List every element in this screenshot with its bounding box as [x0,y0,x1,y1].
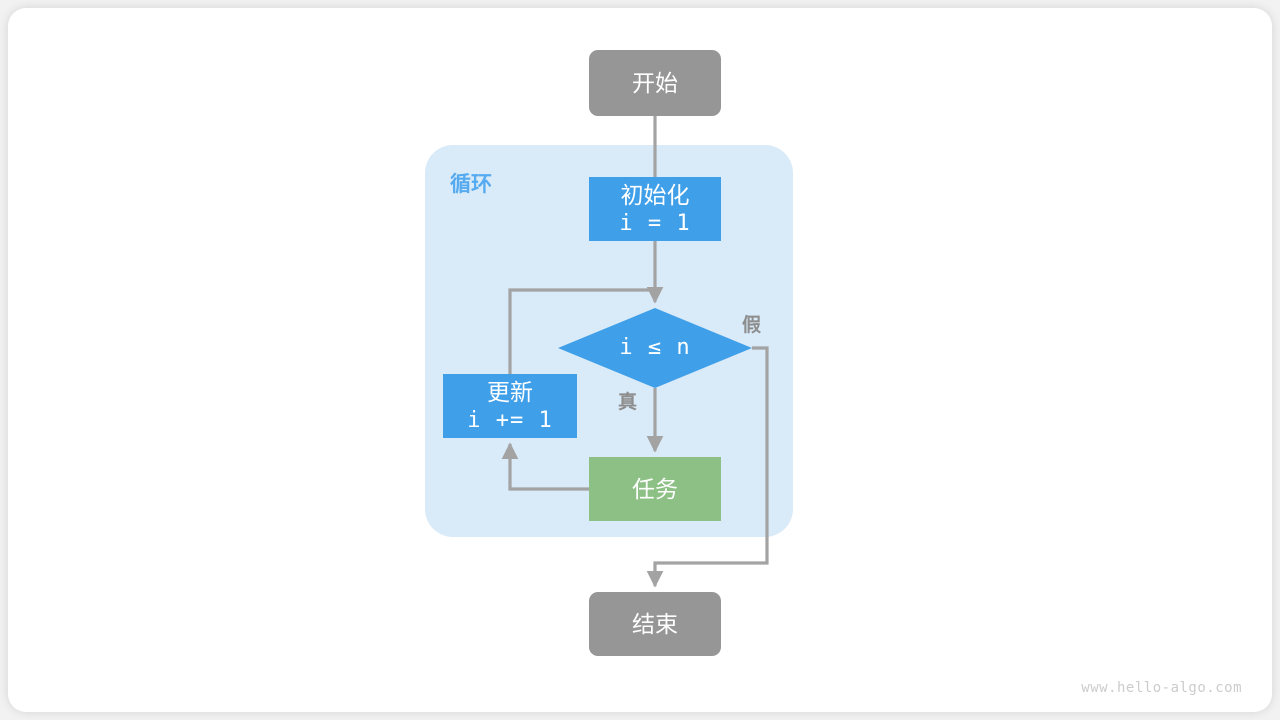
watermark: www.hello-algo.com [1081,680,1242,696]
condition-node[interactable] [558,308,752,388]
edge-update-to-condition [508,288,655,374]
edge-condition-to-end [646,346,769,588]
edge-label-false: 假 [742,315,762,336]
loop-container-label: 循环 [450,173,492,196]
end-node[interactable] [589,592,721,656]
init-node[interactable] [589,177,721,241]
update-node[interactable] [443,374,577,438]
start-node[interactable] [589,50,721,116]
edge-label-true: 真 [618,392,638,413]
edge-task-to-update [501,442,589,491]
task-node[interactable] [589,457,721,521]
